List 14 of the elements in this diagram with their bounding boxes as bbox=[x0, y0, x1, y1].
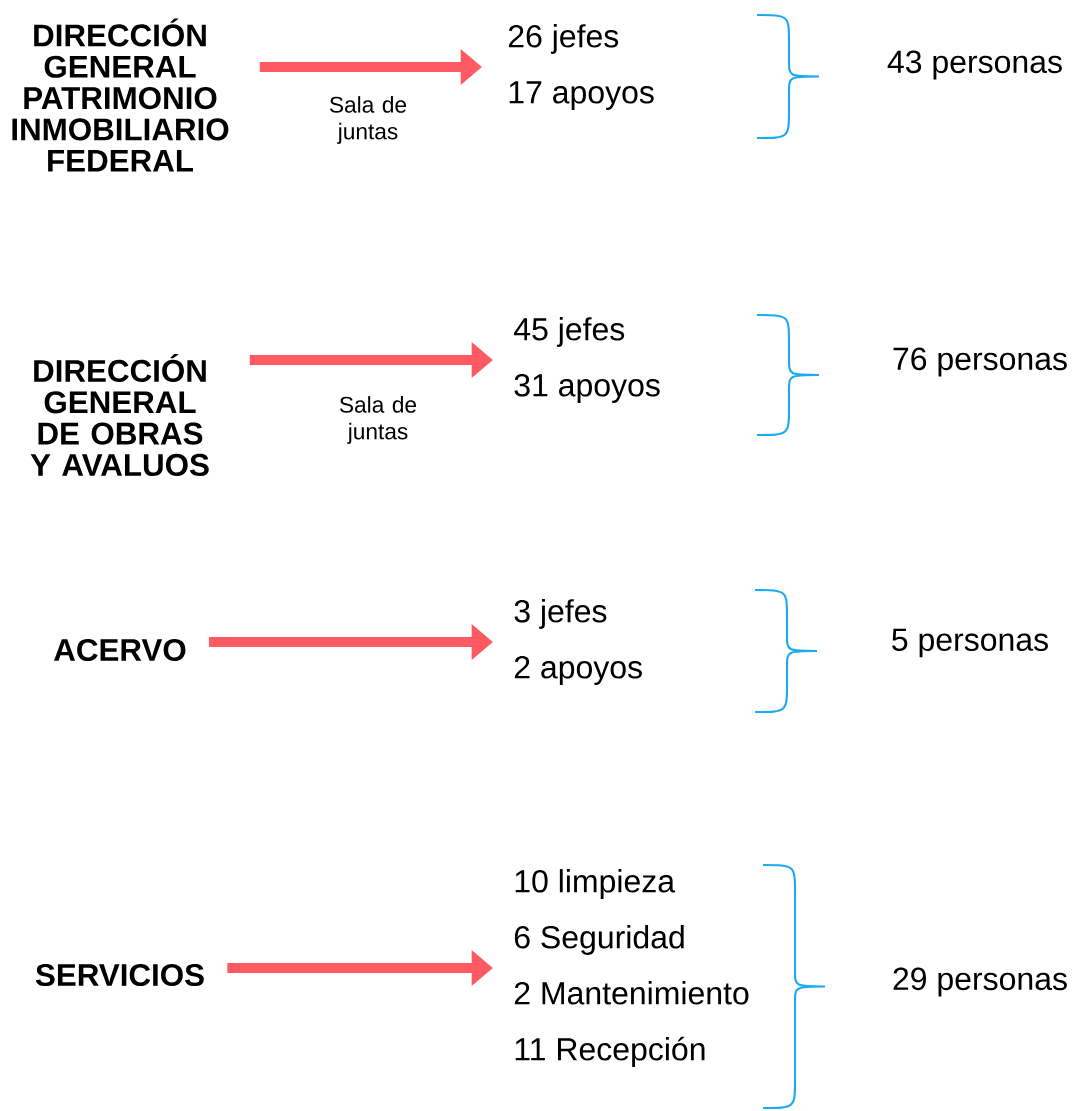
count-list: 10 limpieza 6 Seguridad 2 Mantenimiento 11 Recepción bbox=[514, 869, 749, 1067]
total-text: 76 personas bbox=[893, 347, 1067, 377]
heading-text: DIRECCIÓN GENERAL DE OBRAS Y AVALUOS bbox=[30, 353, 209, 477]
heading-text: DIRECCIÓN GENERAL PATRIMONIO INMOBILIARIO FEDERAL bbox=[12, 18, 229, 172]
count-list: 26 jefes 17 apoyos bbox=[508, 24, 654, 110]
total-text: 29 personas bbox=[893, 967, 1067, 997]
total-text: 5 personas bbox=[892, 628, 1048, 658]
heading-text: SERVICIOS bbox=[35, 963, 204, 987]
heading-text: ACERVO bbox=[54, 638, 186, 662]
total-text: 43 personas bbox=[887, 50, 1062, 80]
edge-label: Sala de juntas bbox=[316, 94, 420, 146]
count-list: 3 jefes 2 apoyos bbox=[514, 599, 642, 685]
edge-label: Sala de juntas bbox=[326, 394, 430, 446]
count-list: 45 jefes 31 apoyos bbox=[514, 317, 660, 403]
